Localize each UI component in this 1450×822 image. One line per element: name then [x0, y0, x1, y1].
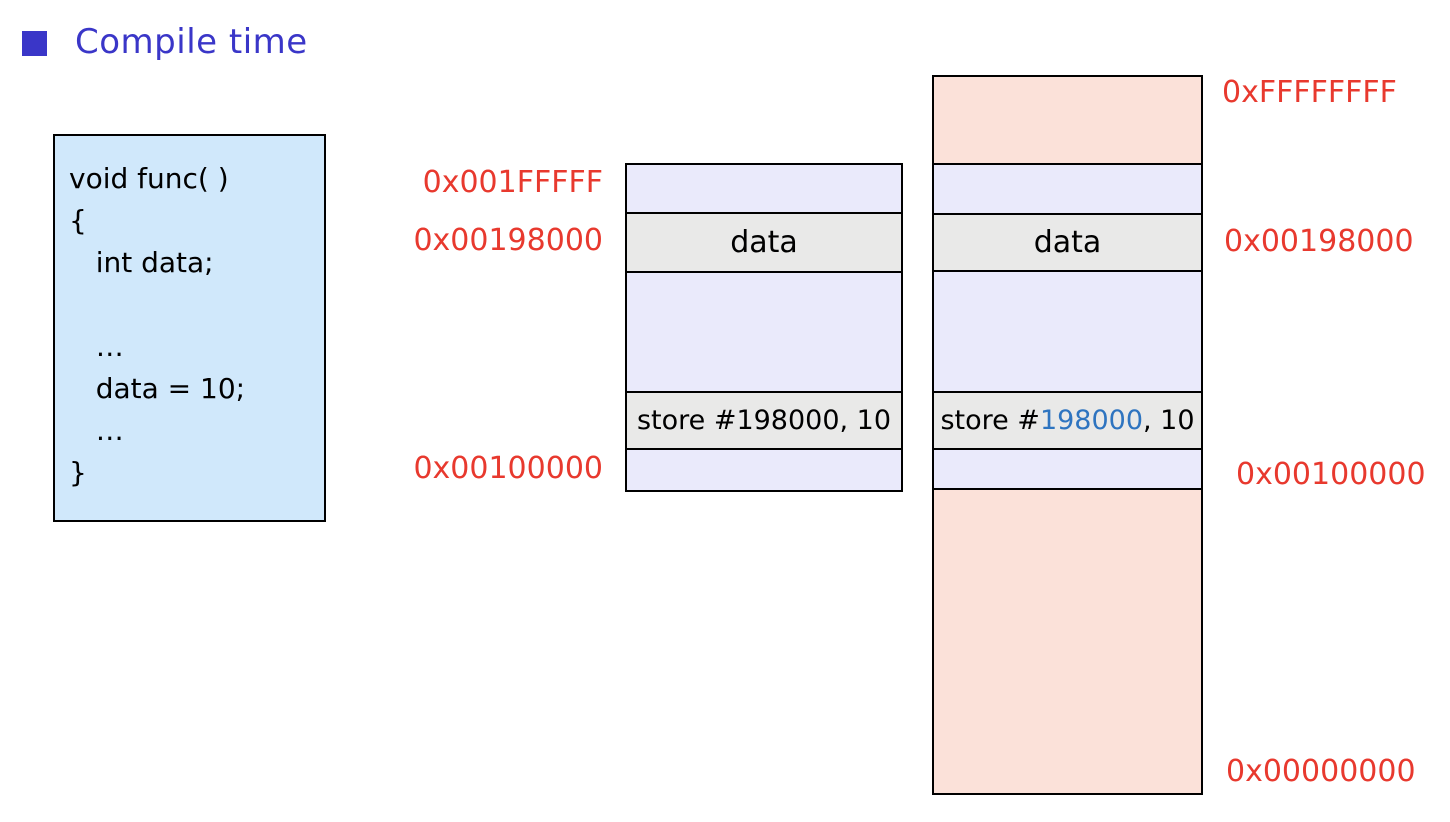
segment-free	[627, 165, 901, 214]
store-prefix: store #	[940, 405, 1040, 436]
title-row: Compile time	[22, 22, 308, 62]
address-label-data-left: 0x00198000	[413, 223, 603, 258]
segment-reserved	[934, 490, 1201, 793]
segment-free	[934, 165, 1201, 215]
segment-free	[934, 450, 1201, 490]
address-label-data-right: 0x00198000	[1224, 224, 1414, 259]
segment-free	[934, 272, 1201, 393]
segment-free	[627, 450, 901, 490]
source-code-text: void func( ) { int data; … data = 10; … …	[69, 162, 246, 489]
memory-map-binary: data store #198000, 10	[625, 163, 903, 492]
memory-map-physical: data store #198000, 10	[932, 75, 1203, 795]
address-label-top-left: 0x001FFFFF	[422, 165, 603, 200]
segment-data: data	[627, 214, 901, 273]
segment-reserved	[934, 77, 1201, 165]
page-title: Compile time	[75, 22, 308, 62]
store-suffix: , 10	[1143, 405, 1195, 436]
bullet-square-icon	[22, 31, 47, 56]
address-label-top-right: 0xFFFFFFFF	[1222, 75, 1397, 110]
source-code-box: void func( ) { int data; … data = 10; … …	[53, 134, 326, 522]
address-label-bottom-right: 0x00000000	[1226, 754, 1416, 789]
segment-store-instruction: store #198000, 10	[627, 393, 901, 450]
segment-free	[627, 273, 901, 393]
address-label-bottom-left: 0x00100000	[413, 451, 603, 486]
segment-data: data	[934, 215, 1201, 272]
address-label-codebottom-right: 0x00100000	[1236, 457, 1426, 492]
store-address-operand: 198000	[1039, 405, 1144, 436]
segment-store-instruction: store #198000, 10	[934, 393, 1201, 450]
